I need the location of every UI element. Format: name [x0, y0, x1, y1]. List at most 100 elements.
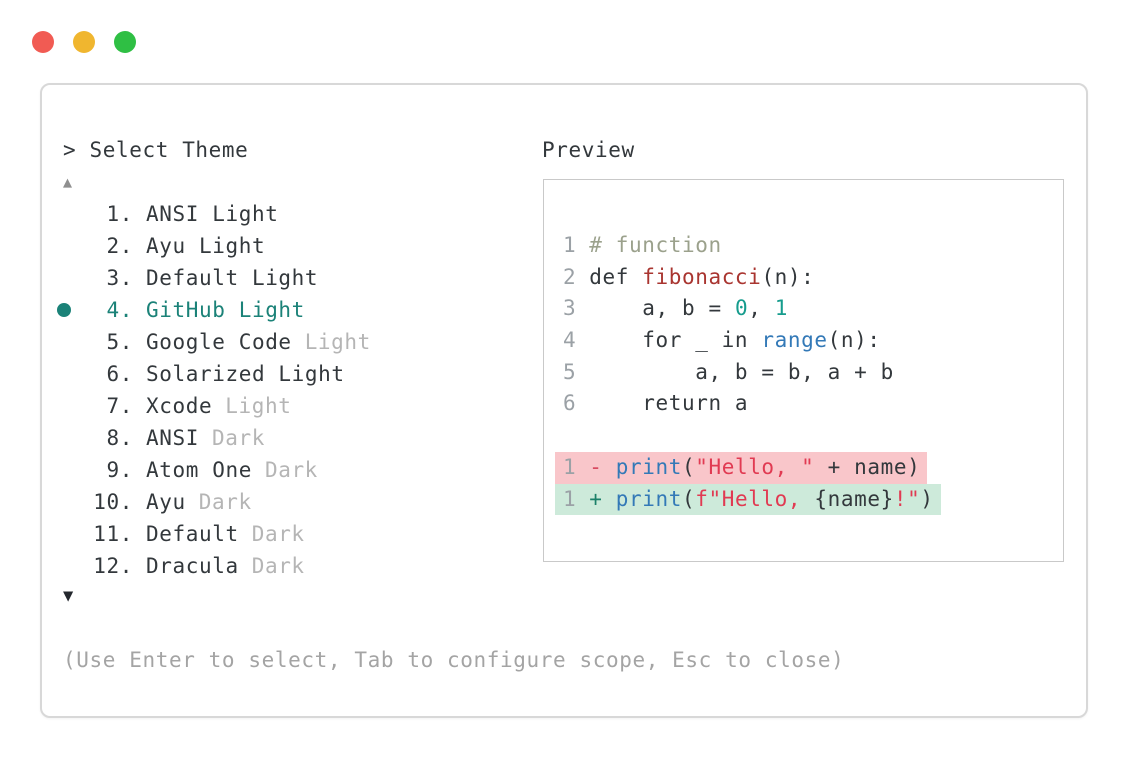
- selection-marker-col: [57, 294, 93, 326]
- diff-removed-line: 1- print("Hello, " + name): [555, 451, 928, 484]
- theme-number: 2.: [106, 234, 133, 258]
- close-button[interactable]: [32, 31, 54, 53]
- code-token-str: f"Hello,: [695, 486, 815, 511]
- code-token-del: -: [589, 454, 616, 479]
- code-line: 5 a, b = b, a + b: [563, 357, 894, 389]
- select-theme-prompt: > Select Theme: [63, 138, 249, 162]
- code-line: 2 def fibonacci(n):: [563, 262, 814, 294]
- code-line: 3 a, b = 0, 1: [563, 293, 788, 325]
- code-token-plain: + name): [814, 454, 921, 479]
- line-number: 1: [563, 233, 577, 257]
- footer-hint: (Use Enter to select, Tab to configure s…: [63, 648, 845, 672]
- theme-number: 5.: [106, 330, 133, 354]
- scroll-up-icon[interactable]: ▲: [63, 173, 73, 191]
- selected-dot-icon: [57, 303, 71, 317]
- theme-number: 4.: [106, 298, 133, 322]
- code-preview: 1 # function 2 def fibonacci(n): 3 a, b = 0,…: [555, 230, 941, 516]
- theme-variant-muted: Dark: [211, 426, 265, 450]
- theme-item-default[interactable]: 11. Default Dark: [63, 518, 371, 550]
- theme-name: Dracula: [146, 554, 239, 578]
- preview-label: Preview: [542, 138, 635, 162]
- line-number: 6: [563, 391, 577, 416]
- theme-item-ayu-light[interactable]: 2. Ayu Light: [63, 230, 371, 262]
- code-token-comment: # function: [589, 233, 722, 257]
- code-token-str: !": [893, 486, 921, 511]
- theme-number: 12.: [93, 554, 133, 578]
- selection-marker-col: [63, 198, 93, 230]
- theme-name: GitHub Light: [146, 298, 305, 322]
- code-token-str: "Hello, ": [695, 454, 815, 479]
- code-token-add: +: [589, 486, 616, 511]
- theme-variant-muted: Dark: [198, 490, 252, 514]
- theme-variant-muted: Dark: [264, 458, 318, 482]
- theme-name: ANSI Light: [146, 202, 279, 226]
- code-token-plain: {name}: [814, 486, 894, 511]
- code-token-call: print: [615, 486, 682, 511]
- code-token-plain: a, b = b, a + b: [589, 359, 894, 384]
- code-line: 6 return a: [563, 388, 748, 420]
- theme-item-solarized-light[interactable]: 6. Solarized Light: [63, 358, 371, 390]
- code-token-plain: return a: [589, 391, 749, 416]
- code-token-num: 0: [734, 296, 749, 321]
- code-line: 1 # function: [563, 230, 722, 262]
- preview-pane: 1 # function 2 def fibonacci(n): 3 a, b = 0,…: [543, 179, 1064, 562]
- selection-marker-col: [63, 390, 93, 422]
- code-token-plain: def: [589, 264, 643, 289]
- line-number: 2: [563, 264, 577, 289]
- theme-name: Ayu Light: [146, 234, 266, 258]
- theme-name: Default Light: [146, 266, 319, 290]
- theme-name: ANSI: [146, 426, 199, 450]
- selection-marker-col: [63, 422, 93, 454]
- theme-name: Default: [146, 522, 239, 546]
- code-token-plain: (n):: [761, 264, 815, 289]
- theme-number: 6.: [106, 362, 133, 386]
- code-line: [563, 420, 589, 452]
- theme-number: 8.: [106, 426, 133, 450]
- code-token-plain: a, b =: [589, 296, 735, 321]
- theme-item-github-light[interactable]: 4. GitHub Light: [57, 294, 371, 326]
- theme-variant-muted: Light: [304, 330, 371, 354]
- diff-added-line: 1+ print(f"Hello, {name}!"): [555, 483, 941, 516]
- theme-name: Ayu: [146, 490, 186, 514]
- theme-number: 11.: [93, 522, 133, 546]
- scroll-down-icon[interactable]: ▼: [63, 586, 74, 606]
- selection-marker-col: [63, 326, 93, 358]
- selection-marker-col: [63, 358, 93, 390]
- theme-name: Solarized Light: [146, 362, 345, 386]
- theme-item-atom-one[interactable]: 9. Atom One Dark: [63, 454, 371, 486]
- selection-marker-col: [63, 262, 93, 294]
- line-number: 1: [563, 486, 577, 511]
- code-token-func: fibonacci: [642, 264, 762, 289]
- theme-item-dracula[interactable]: 12. Dracula Dark: [63, 550, 371, 582]
- code-token-call: range: [761, 328, 828, 353]
- line-number: 4: [563, 328, 577, 353]
- theme-name: Xcode: [146, 394, 213, 418]
- selection-marker-col: [63, 518, 93, 550]
- theme-number: 9.: [106, 458, 133, 482]
- window-controls: [32, 31, 136, 53]
- theme-variant-muted: Dark: [251, 522, 305, 546]
- theme-name: Atom One: [146, 458, 252, 482]
- theme-item-ayu[interactable]: 10. Ayu Dark: [63, 486, 371, 518]
- theme-item-default-light[interactable]: 3.Default Light: [63, 262, 371, 294]
- selection-marker-col: [63, 454, 93, 486]
- theme-item-ansi[interactable]: 8. ANSI Dark: [63, 422, 371, 454]
- theme-number: 7.: [106, 394, 133, 418]
- selection-marker-col: [63, 550, 93, 582]
- theme-item-ansi-light[interactable]: 1. ANSI Light: [63, 198, 371, 230]
- theme-number: 1.: [106, 202, 133, 226]
- line-number: 5: [563, 359, 577, 384]
- line-number: 1: [563, 454, 577, 479]
- code-token-num: 1: [774, 296, 788, 321]
- code-token-plain: (: [681, 486, 696, 511]
- selection-marker-col: [63, 486, 93, 518]
- code-token-plain: ,: [748, 296, 775, 321]
- theme-number: 10.: [93, 490, 133, 514]
- theme-variant-muted: Dark: [251, 554, 305, 578]
- maximize-button[interactable]: [114, 31, 136, 53]
- minimize-button[interactable]: [73, 31, 95, 53]
